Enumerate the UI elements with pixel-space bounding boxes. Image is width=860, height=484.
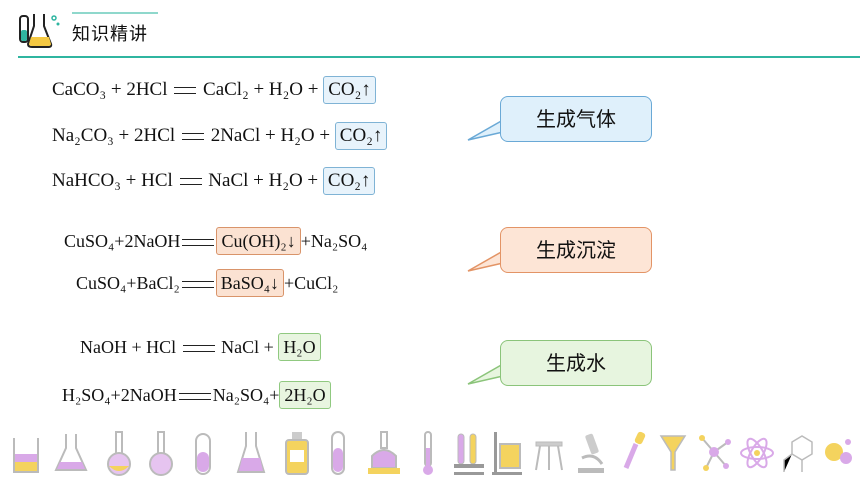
equals-sign	[181, 133, 204, 141]
equation-right: NaCl + H₂O +	[208, 170, 323, 191]
funnel-icon	[659, 435, 687, 471]
header: 知识精讲	[0, 0, 860, 60]
bacteria-icon	[825, 439, 852, 464]
callout-precipitate: 生成沉淀	[500, 227, 652, 273]
product-highlight: CO₂↑	[323, 76, 376, 104]
beaker-icon	[13, 438, 39, 473]
equation-left: CuSO₄+BaCl₂	[76, 273, 180, 293]
test-tube-icon	[195, 433, 211, 475]
equation-right: +Na₂SO₄	[300, 231, 368, 251]
flask-icon	[54, 434, 88, 471]
equation-left: Na₂CO₃ + 2HCl	[52, 125, 176, 146]
erlenmeyer-icon	[236, 432, 266, 473]
product-highlight: CO₂↑	[334, 122, 388, 150]
equation-left: CaCO₃ + 2HCl	[52, 79, 168, 100]
equation-left: NaHCO₃ + HCl	[52, 170, 173, 191]
footer-icon-strip	[0, 428, 860, 484]
dropper-icon	[623, 431, 646, 469]
beaker-stand-icon	[492, 432, 522, 475]
product-highlight: BaSO₄↓	[215, 269, 285, 297]
equation-row: NaOH + HCl NaCl + H₂O	[80, 333, 321, 361]
callout-water: 生成水	[500, 340, 652, 386]
page-title: 知识精讲	[72, 24, 148, 45]
equation-row: NaHCO₃ + HCl NaCl + H₂O + CO₂↑	[52, 167, 376, 195]
header-accent-line	[72, 12, 158, 14]
equals-sign	[174, 87, 197, 95]
equals-sign	[178, 393, 211, 401]
equation-right: CaCl₂ + H₂O +	[203, 79, 324, 100]
test-tube-rack-icon	[454, 433, 484, 475]
equals-sign	[181, 281, 214, 289]
bottle-icon	[285, 432, 309, 475]
round-flask-icon	[149, 431, 173, 476]
equation-left: H₂SO₄+2NaOH	[62, 385, 177, 405]
equation-row: Na₂CO₃ + 2HCl 2NaCl + H₂O + CO₂↑	[52, 122, 388, 150]
product-highlight: Cu(OH)₂↓	[216, 227, 301, 255]
lab-flask-logo-icon	[19, 14, 60, 48]
tripod-icon	[535, 441, 563, 471]
equation-left: NaOH + HCl	[80, 337, 177, 357]
equation-row: CuSO₄+BaCl₂ BaSO₄↓+CuCl₂	[76, 269, 338, 297]
microscope-icon	[578, 433, 604, 473]
molecule-icon	[699, 435, 731, 471]
product-highlight: H₂O	[278, 333, 321, 361]
product-highlight: CO₂↑	[322, 167, 376, 195]
equation-left: CuSO₄+2NaOH	[64, 231, 181, 251]
equation-row: H₂SO₄+2NaOH Na₂SO₄+2H₂O	[62, 381, 331, 409]
product-highlight: 2H₂O	[279, 381, 331, 409]
equals-sign	[182, 345, 215, 353]
equals-sign	[179, 178, 202, 186]
test-tube-icon	[331, 431, 345, 475]
atom-icon	[740, 437, 774, 469]
benzene-icon	[783, 435, 813, 472]
equation-right: Na₂SO₄+	[212, 385, 280, 405]
header-divider	[18, 56, 860, 58]
equation-row: CuSO₄+2NaOH Cu(OH)₂↓+Na₂SO₄	[64, 227, 367, 255]
equation-right: NaCl +	[221, 337, 279, 357]
equation-row: CaCO₃ + 2HCl CaCl₂ + H₂O + CO₂↑	[52, 76, 376, 104]
equation-right: 2NaCl + H₂O +	[210, 125, 335, 146]
callout-gas: 生成气体	[500, 96, 652, 142]
distill-flask-icon	[368, 431, 400, 474]
equals-sign	[182, 239, 215, 247]
round-flask-icon	[107, 431, 131, 476]
thermometer-icon	[423, 431, 433, 475]
equation-right: +CuCl₂	[284, 273, 339, 293]
